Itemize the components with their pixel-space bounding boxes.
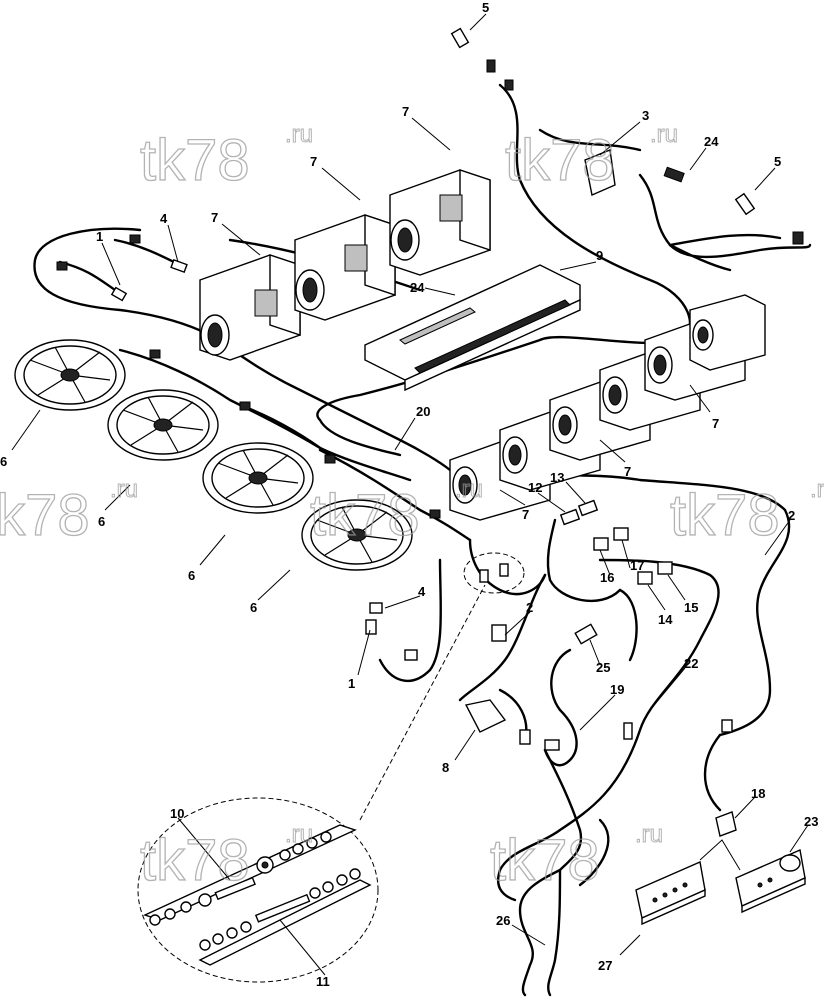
callout-24a: 24 bbox=[704, 134, 719, 149]
svg-text:tk78: tk78 bbox=[140, 828, 250, 893]
callout-11: 11 bbox=[316, 974, 330, 989]
watermark-7: tk78 .ru bbox=[489, 821, 663, 894]
callout-7d: 7 bbox=[712, 416, 719, 431]
watermark-1: tk78 .ru bbox=[139, 121, 313, 194]
svg-text:.ru: .ru bbox=[110, 476, 138, 503]
panel-23 bbox=[735, 849, 806, 914]
watermark-3: tk78 .ru bbox=[0, 476, 139, 549]
control-panels bbox=[635, 839, 806, 926]
callout-6c: 6 bbox=[188, 568, 195, 583]
callout-17: 17 bbox=[630, 558, 644, 573]
callout-14: 14 bbox=[658, 612, 673, 627]
callout-18: 18 bbox=[751, 786, 765, 801]
detail-washers-lower bbox=[199, 868, 361, 951]
callout-20: 20 bbox=[416, 404, 430, 419]
callout-1a: 1 bbox=[96, 229, 103, 244]
svg-text:tk78: tk78 bbox=[670, 483, 780, 548]
callout-6b: 6 bbox=[98, 514, 105, 529]
blower-group-lower bbox=[449, 294, 766, 521]
callout-13: 13 bbox=[550, 470, 564, 485]
blower-upper-2 bbox=[294, 214, 396, 321]
callout-9: 9 bbox=[596, 248, 603, 263]
leader-lines bbox=[11, 13, 809, 976]
connector-18 bbox=[715, 811, 737, 837]
blower-upper-1 bbox=[199, 254, 301, 361]
blower-upper-3 bbox=[389, 169, 491, 276]
callout-5b: 5 bbox=[774, 154, 781, 169]
callout-24b: 24 bbox=[410, 280, 425, 295]
detail-washers-upper bbox=[149, 831, 332, 926]
svg-text:tk78: tk78 bbox=[505, 128, 615, 193]
detail-view bbox=[137, 552, 525, 983]
valve-8 bbox=[464, 699, 507, 733]
callout-15: 15 bbox=[684, 600, 698, 615]
panel-27 bbox=[635, 861, 706, 926]
callout-2b: 2 bbox=[526, 600, 533, 615]
callout-19: 19 bbox=[610, 682, 624, 697]
svg-text:.ru: .ru bbox=[455, 476, 483, 503]
svg-text:tk78: tk78 bbox=[490, 828, 600, 893]
callout-25: 25 bbox=[596, 660, 610, 675]
blower-lower-6 bbox=[689, 294, 766, 371]
fan-3 bbox=[202, 442, 314, 514]
connectors bbox=[56, 27, 804, 837]
watermark-6: tk78 .ru bbox=[139, 821, 313, 894]
svg-text:.ru: .ru bbox=[285, 121, 313, 148]
callout-7e: 7 bbox=[624, 464, 631, 479]
callout-1b: 1 bbox=[348, 676, 355, 691]
watermark-5: tk78 .ru bbox=[669, 476, 824, 549]
svg-text:.ru: .ru bbox=[635, 821, 663, 848]
callout-27: 27 bbox=[598, 958, 612, 973]
fan-4 bbox=[301, 499, 413, 571]
condenser-fans bbox=[14, 339, 413, 571]
svg-text:tk78: tk78 bbox=[0, 483, 90, 548]
control-board bbox=[364, 264, 581, 392]
blower-group-upper bbox=[199, 169, 491, 361]
callout-7c: 7 bbox=[211, 210, 218, 225]
svg-text:.ru: .ru bbox=[285, 821, 313, 848]
callout-10: 10 bbox=[170, 806, 184, 821]
callout-22: 22 bbox=[684, 656, 698, 671]
watermark-4: tk78 .ru bbox=[309, 476, 483, 549]
callout-16: 16 bbox=[600, 570, 614, 585]
callout-6d: 6 bbox=[250, 600, 257, 615]
callout-7f: 7 bbox=[522, 507, 529, 522]
callout-4b: 4 bbox=[418, 584, 426, 599]
watermark-2: tk78 .ru bbox=[504, 121, 678, 194]
callout-4a: 4 bbox=[160, 211, 168, 226]
fan-2 bbox=[107, 389, 219, 461]
svg-text:tk78: tk78 bbox=[140, 128, 250, 193]
svg-text:.ru: .ru bbox=[810, 476, 824, 503]
callout-23: 23 bbox=[804, 814, 818, 829]
callout-7b: 7 bbox=[310, 154, 317, 169]
callout-12: 12 bbox=[528, 480, 542, 495]
callout-26: 26 bbox=[496, 913, 510, 928]
svg-text:.ru: .ru bbox=[650, 121, 678, 148]
callout-7a: 7 bbox=[402, 104, 409, 119]
callout-6a: 6 bbox=[0, 454, 7, 469]
callout-5a: 5 bbox=[482, 0, 489, 15]
callout-8: 8 bbox=[442, 760, 449, 775]
fan-1 bbox=[14, 339, 126, 411]
callout-3: 3 bbox=[642, 108, 649, 123]
watermarks: tk78 .ru tk78 .ru tk78 .ru tk78 .ru tk78… bbox=[0, 121, 824, 894]
callout-2a: 2 bbox=[788, 508, 795, 523]
svg-text:tk78: tk78 bbox=[310, 483, 420, 548]
